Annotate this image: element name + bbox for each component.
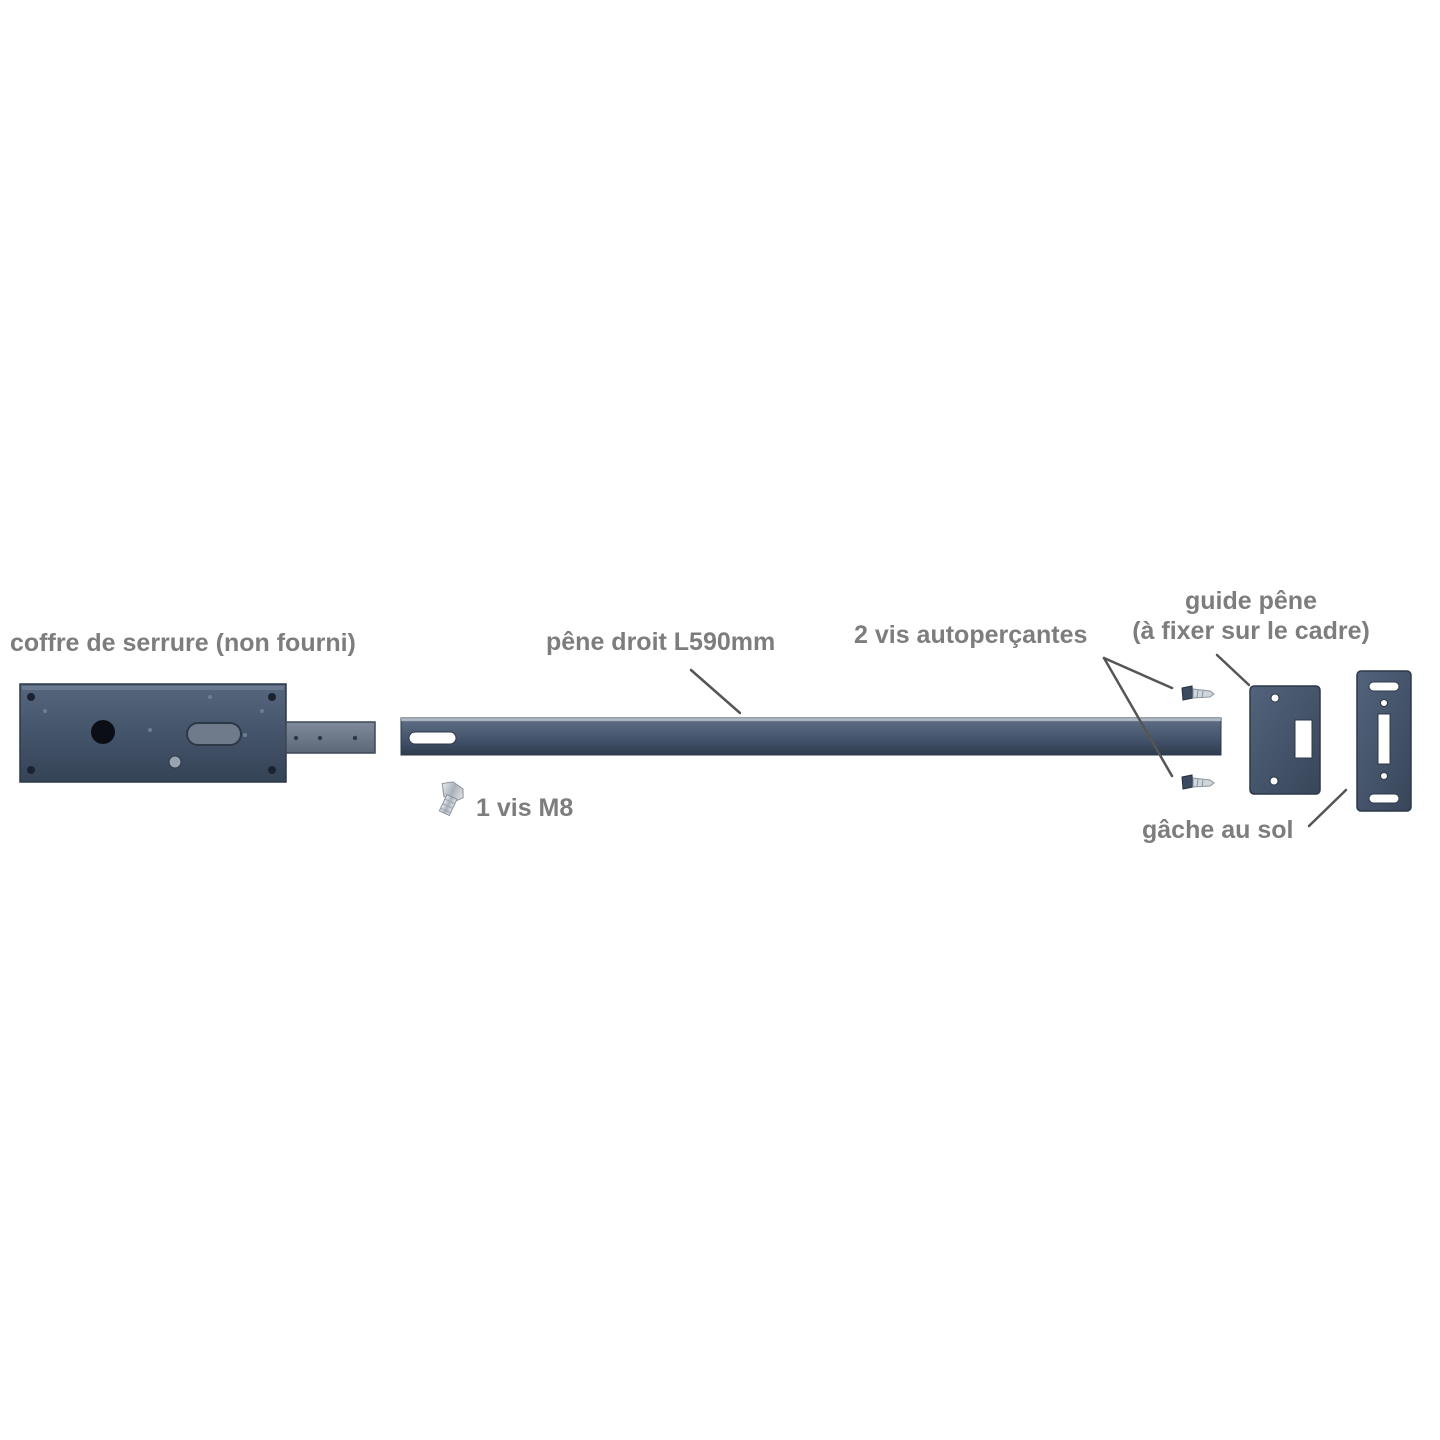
bolt-guide-plate — [1249, 685, 1321, 795]
label-bolt-guide-subtitle: (à fixer sur le cadre) — [1132, 617, 1370, 645]
label-floor-strike: gâche au sol — [1142, 816, 1294, 844]
lock-box — [19, 683, 376, 783]
floor-strike-plate — [1356, 670, 1412, 812]
m8-screw — [438, 781, 464, 817]
leader-floor-strike — [1307, 788, 1348, 828]
leader-lines — [689, 653, 1348, 828]
leader-bolt-guide — [1215, 653, 1251, 687]
straight-bolt — [400, 717, 1222, 756]
self-drilling-screw-bottom — [1181, 774, 1215, 790]
label-self-drilling-screws: 2 vis autoperçantes — [854, 621, 1088, 649]
leader-straight-bolt — [689, 668, 742, 715]
label-bolt-guide-title: guide pêne — [1185, 587, 1317, 615]
label-straight-bolt: pêne droit L590mm — [546, 628, 776, 656]
label-lock-box: coffre de serrure (non fourni) — [10, 629, 356, 657]
label-m8-screw: 1 vis M8 — [476, 794, 574, 822]
self-drilling-screw-top — [1181, 685, 1215, 701]
leader-screw-bottom — [1102, 656, 1174, 778]
leader-screw-top — [1102, 656, 1174, 690]
